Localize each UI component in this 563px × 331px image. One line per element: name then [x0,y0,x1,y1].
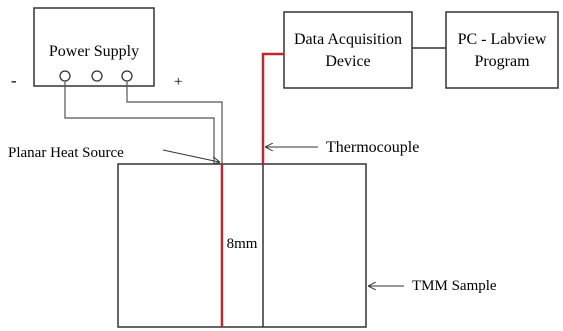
pc-box [445,11,559,89]
gap-label: 8mm [227,236,258,252]
pc-label-line1: PC - Labview [458,31,547,48]
sample-label: TMM Sample [412,278,497,294]
heat-source-label: Planar Heat Source [8,145,124,161]
terminal-middle [91,70,103,82]
thermocouple-wire [261,52,284,164]
thermocouple-label: Thermocouple [326,139,419,156]
daq-box [283,11,413,89]
terminal-right [121,70,133,82]
pc-label-line2: Program [474,53,530,70]
heat-source-arrow [162,149,219,162]
daq-label-line2: Device [325,53,370,70]
minus-label: - [11,71,17,90]
power-wire-positive [126,81,223,164]
tmm-sample-block [117,163,367,328]
daq-label-line1: Data Acquisition [294,31,402,48]
terminal-left [59,70,71,82]
power-supply-label: Power Supply [49,43,139,60]
plus-label: + [174,74,182,90]
